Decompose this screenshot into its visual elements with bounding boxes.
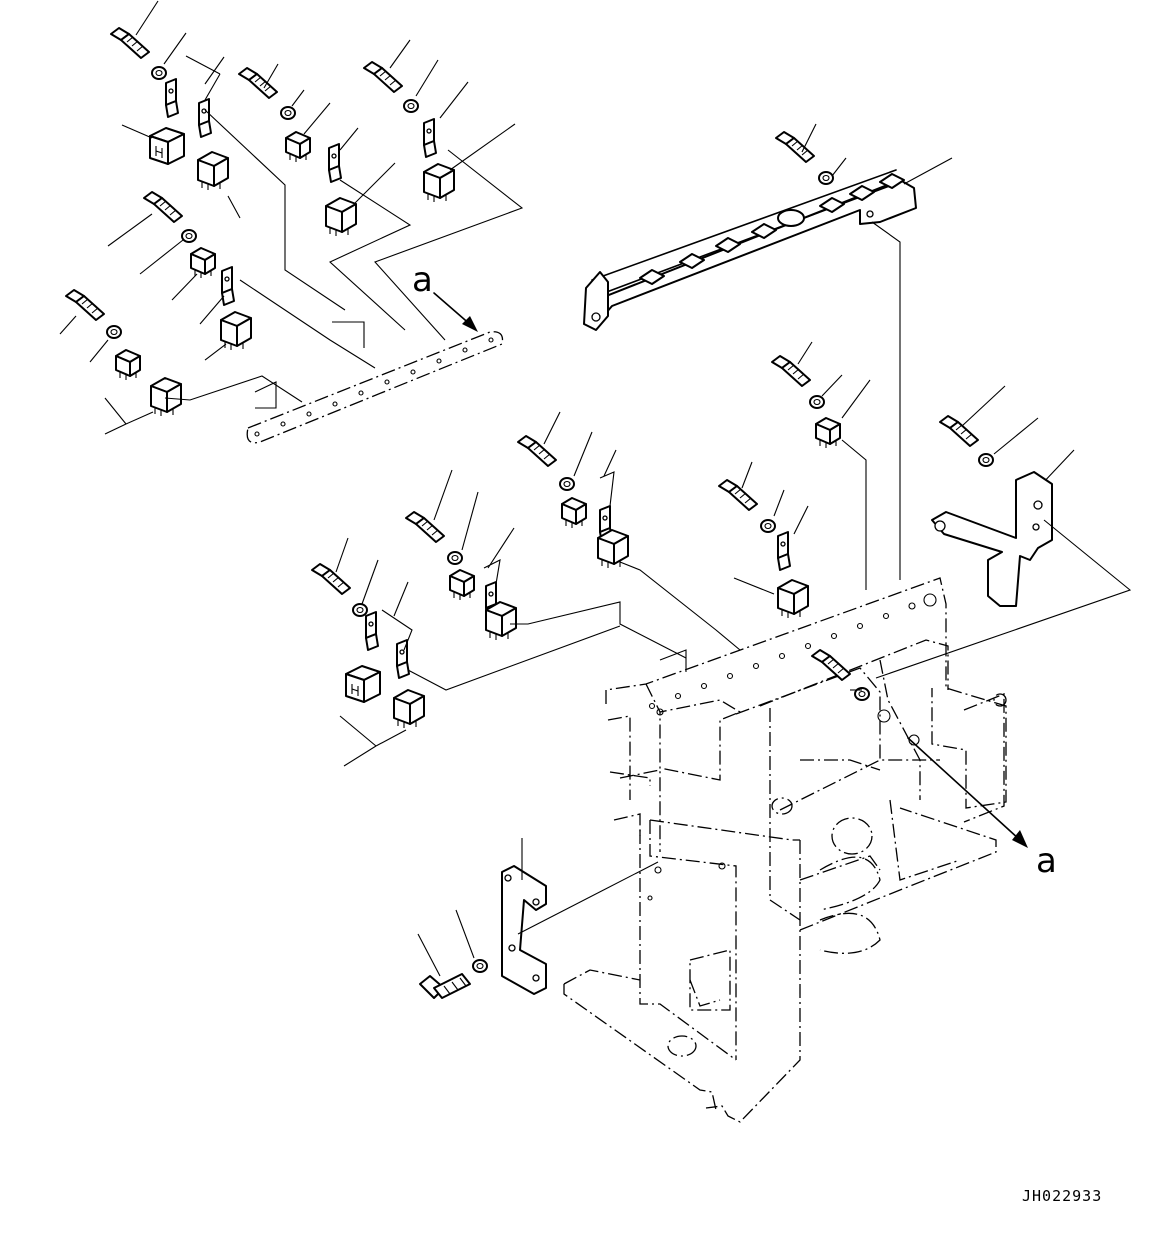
drawing-number: JH022933 xyxy=(1022,1187,1102,1205)
main-frame-phantom xyxy=(563,577,1007,1123)
view-label-top: a xyxy=(412,260,433,300)
lower-bracket-assembly xyxy=(417,838,659,999)
view-arrow-right: a xyxy=(907,737,1057,881)
relay-mounting-bar-phantom xyxy=(246,331,504,444)
middle-right-parts xyxy=(718,341,1132,679)
relay-rail-assembly xyxy=(583,123,953,580)
view-label-right: a xyxy=(1036,841,1057,881)
view-arrow-top: a xyxy=(412,260,478,332)
middle-relay-groups xyxy=(311,411,741,767)
frame-bolt xyxy=(811,649,870,701)
upper-left-relay-group xyxy=(59,0,524,444)
